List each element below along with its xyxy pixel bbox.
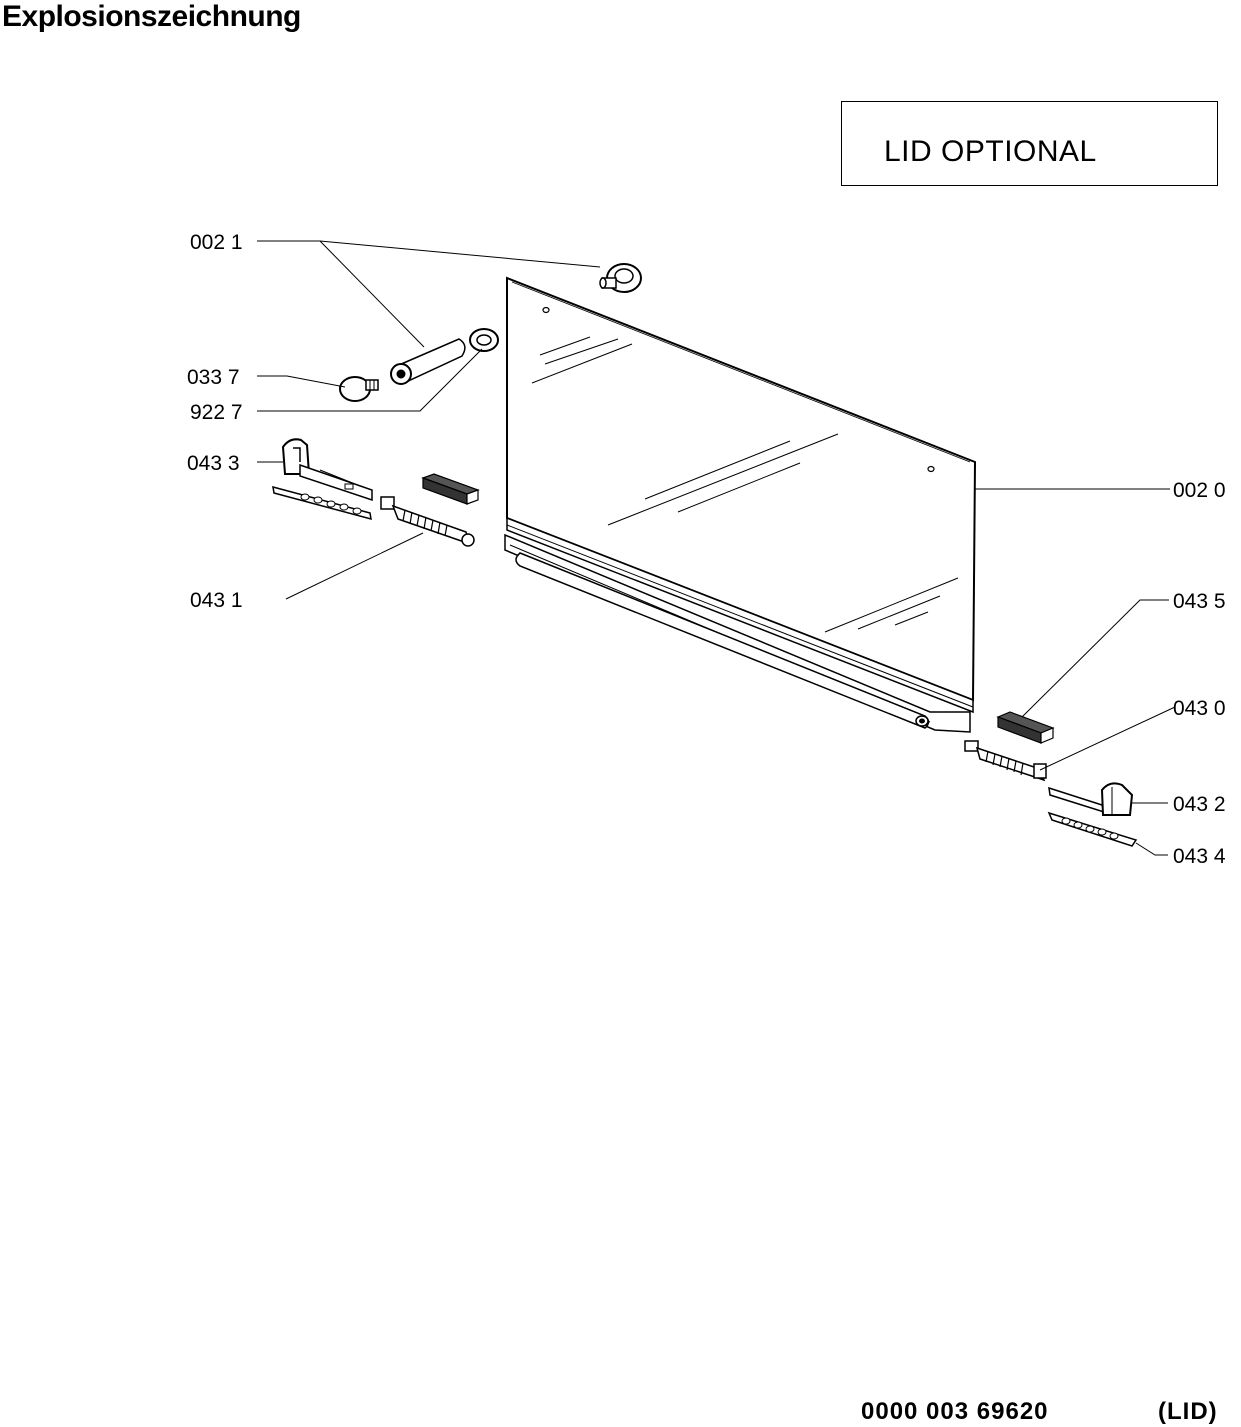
part-label-0432: 043 2 — [1173, 793, 1226, 816]
lid-optional-box: LID OPTIONAL — [841, 101, 1218, 186]
right-spring-hinge-0430 — [964, 740, 1047, 782]
part-label-0430: 043 0 — [1173, 697, 1226, 720]
part-label-0434: 043 4 — [1173, 845, 1226, 868]
right-damper-block-0435 — [996, 711, 1055, 744]
part-label-0337: 033 7 — [187, 366, 240, 389]
washer-part-9227 — [469, 328, 499, 352]
part-label-9227: 922 7 — [190, 401, 243, 424]
spring-hinge-0431 — [380, 496, 475, 547]
drawing-number: 0000 003 69620 — [861, 1398, 1049, 1425]
right-hinge-bracket-0432 — [1048, 782, 1134, 816]
part-label-0021: 002 1 — [190, 231, 243, 254]
handle-tube — [390, 338, 466, 385]
cap-part-0337 — [339, 376, 379, 402]
part-label-0435: 043 5 — [1173, 590, 1226, 613]
lid-optional-label: LID OPTIONAL — [884, 135, 1097, 168]
drawing-tag: (LID) — [1158, 1398, 1218, 1425]
leader-lines — [257, 240, 1176, 856]
knob-part-0021 — [599, 263, 642, 293]
page-title: Explosionszeichnung — [2, 0, 301, 33]
glass-lid-panel — [504, 276, 977, 733]
left-hinge-bracket-0433 — [272, 438, 373, 521]
part-label-0020: 002 0 — [1173, 479, 1226, 502]
part-label-0433: 043 3 — [187, 452, 240, 475]
right-perforated-plate-0434 — [1047, 811, 1138, 847]
part-label-0431: 043 1 — [190, 589, 243, 612]
left-damper-block — [421, 473, 480, 505]
